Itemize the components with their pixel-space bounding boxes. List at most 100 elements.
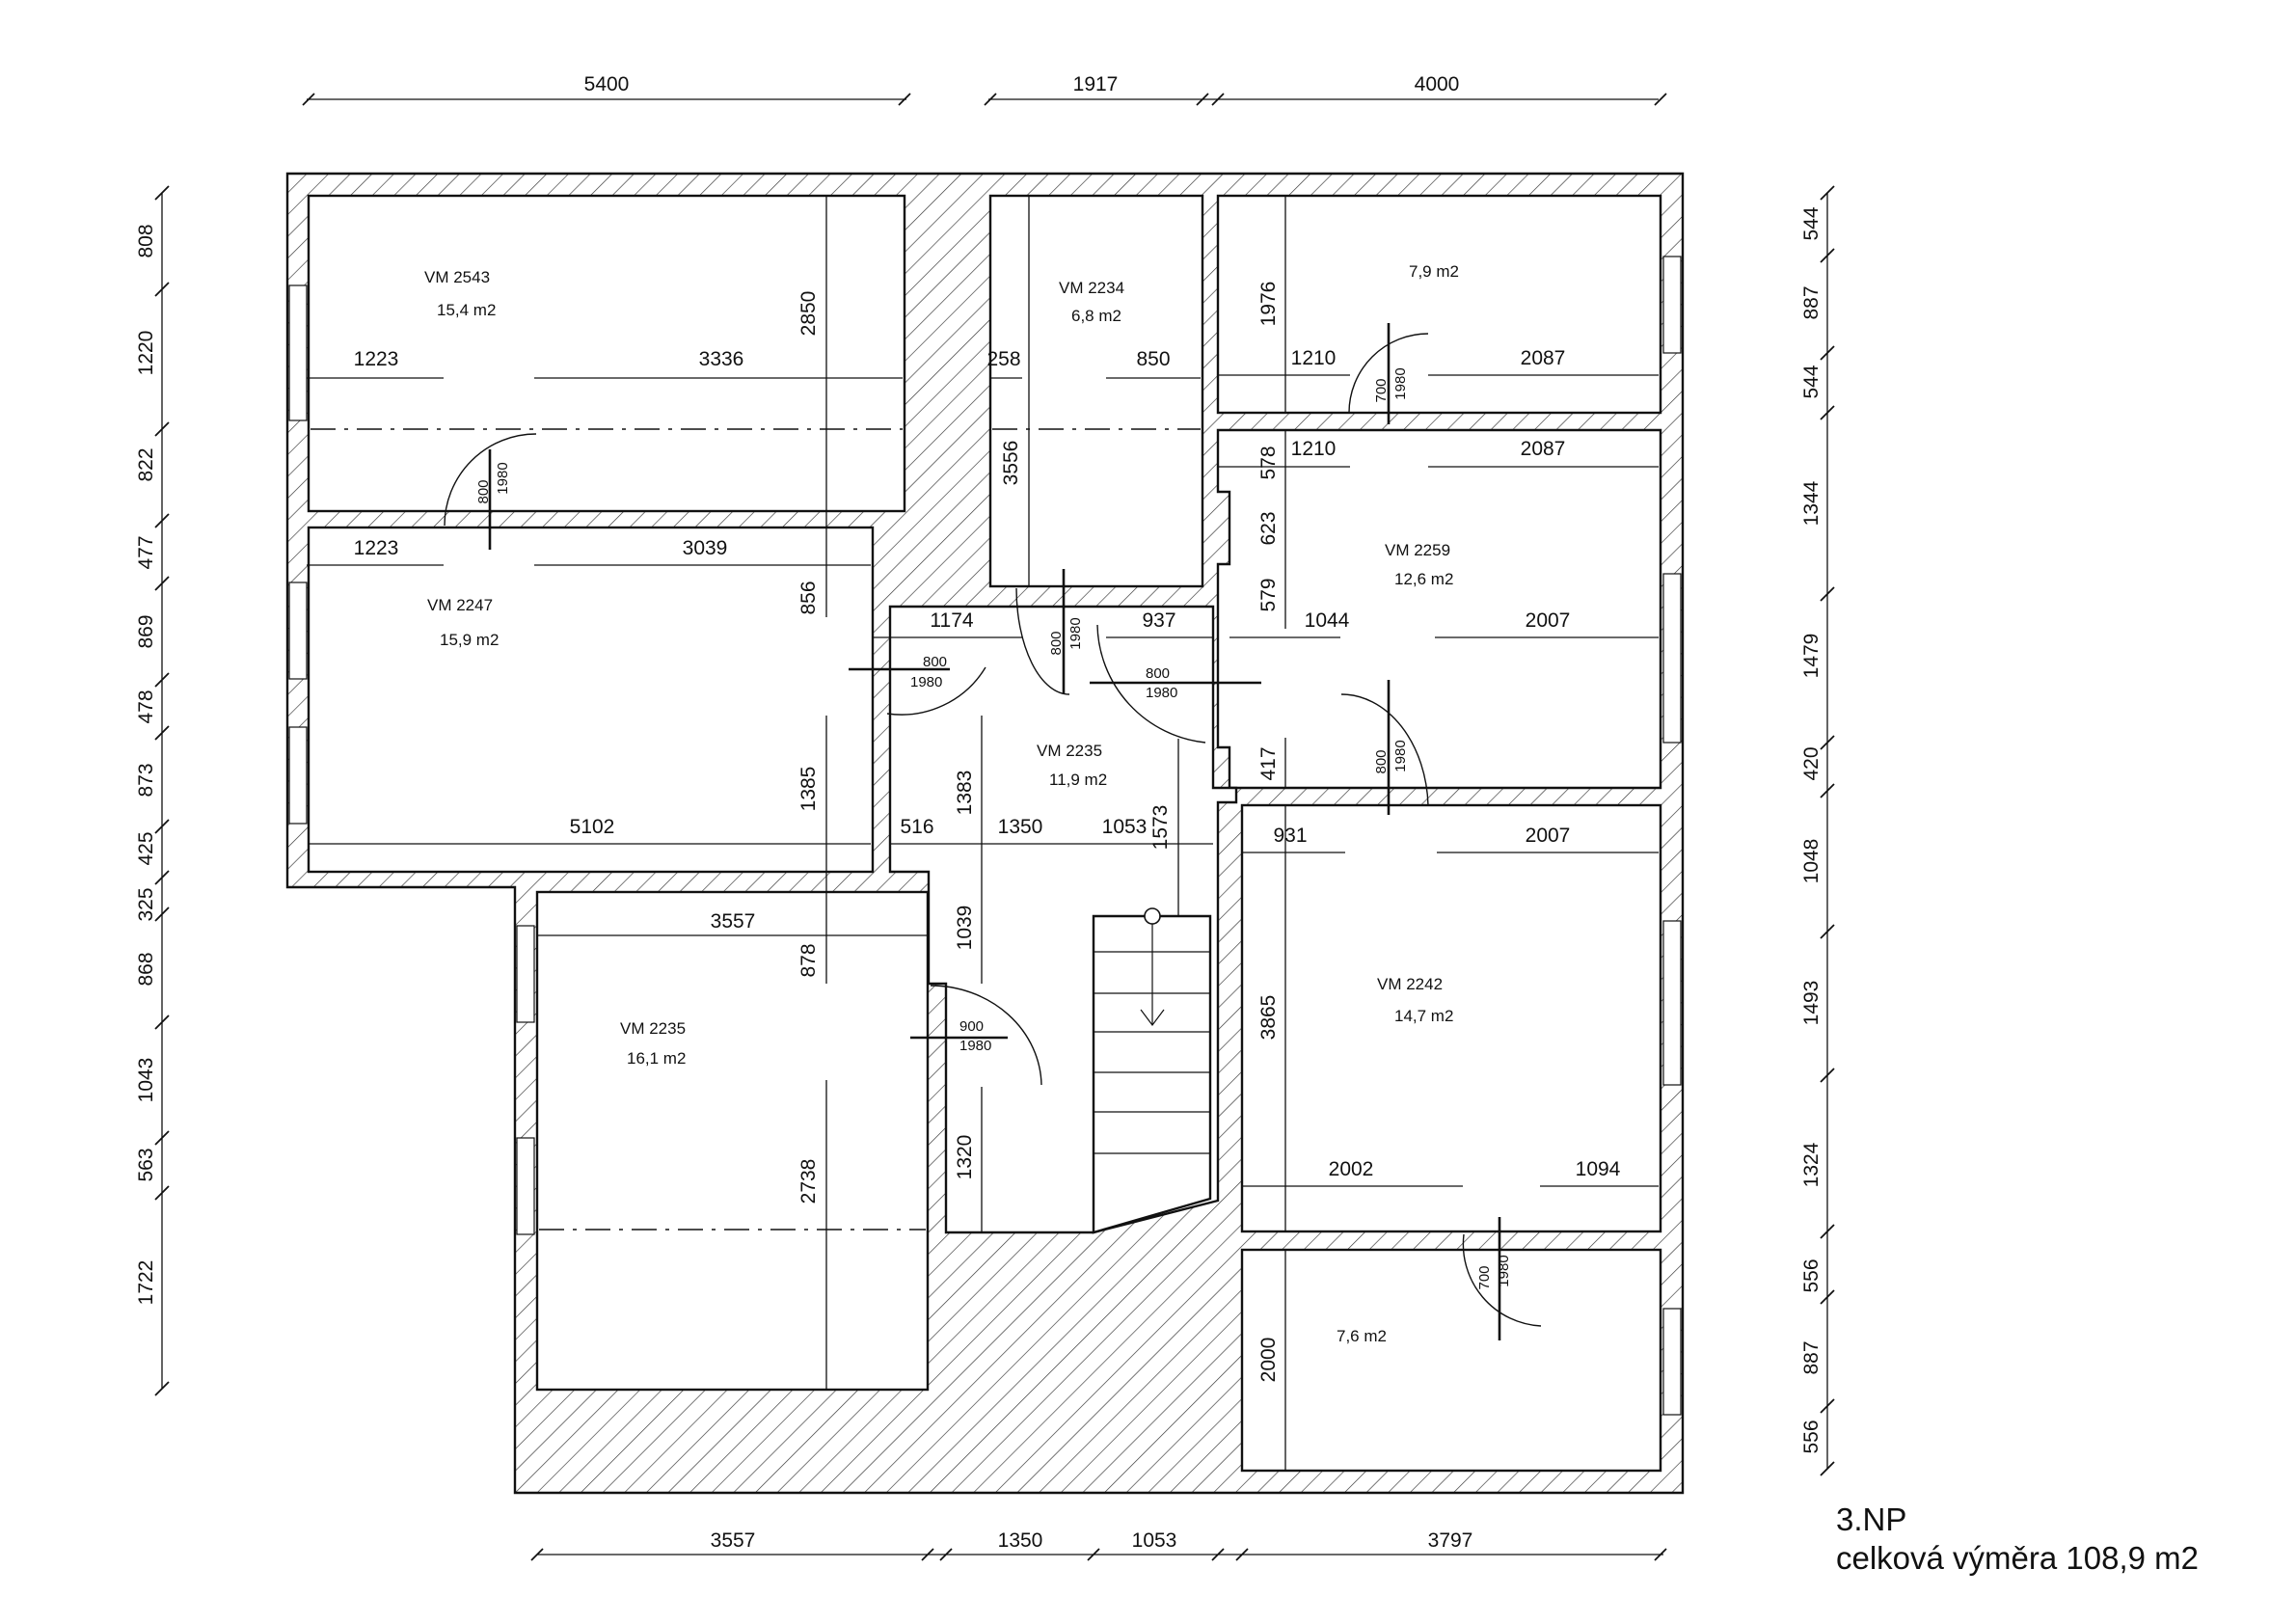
dimension-tick	[302, 93, 315, 106]
dimension-tick	[1820, 405, 1835, 420]
dim-label: 477	[135, 535, 157, 569]
dim-label: 417	[1257, 746, 1280, 780]
door-labels: 800 1980 700 1980 800 1980 800 1980 800 …	[475, 367, 1512, 1289]
window	[288, 582, 308, 680]
dim-label: 1053	[1102, 816, 1148, 838]
dimension-tick	[1820, 1289, 1835, 1305]
dimension-tick	[1211, 1548, 1225, 1561]
dimension-tick	[1196, 93, 1209, 106]
window	[288, 726, 308, 825]
inner-vertical-dims: 2850 1976 3556 578 623 579 856 417 1385 …	[797, 282, 1280, 1383]
door-height: 1980	[495, 462, 511, 494]
room-name: VM 2235	[620, 1019, 686, 1038]
drawing-footer: 3.NP celková výměra 108,9 m2	[1836, 1501, 2199, 1578]
dim-label: 3336	[699, 348, 744, 370]
dim-label: 3556	[1000, 441, 1022, 486]
dim-label: 1220	[135, 331, 157, 376]
door-width: 900	[959, 1018, 984, 1035]
dim-label: 1174	[930, 609, 973, 632]
dimension-tick	[1820, 924, 1835, 939]
dim-label: 2087	[1521, 438, 1566, 460]
dim-label: 2007	[1526, 609, 1571, 632]
room-name: VM 2235	[1037, 742, 1102, 760]
room-area: 6,8 m2	[1071, 307, 1121, 325]
dim-label: 868	[135, 952, 157, 986]
door-height: 1980	[1392, 740, 1409, 771]
dimension-tick	[154, 870, 170, 885]
dimension-tick	[898, 93, 911, 106]
dim-label: 856	[797, 581, 820, 614]
dim-label: 1976	[1257, 282, 1280, 327]
outer-dimension-lines	[161, 98, 1828, 1555]
door-width: 700	[1476, 1265, 1493, 1289]
door-width: 800	[1373, 749, 1390, 773]
dimension-tick	[1235, 1548, 1249, 1561]
dimension-tick	[1820, 735, 1835, 750]
dim-label: 563	[135, 1148, 157, 1181]
dim-label: 3557	[711, 1529, 756, 1552]
dim-label: 516	[900, 816, 933, 838]
dimension-tick	[1211, 93, 1225, 106]
dimension-tick	[1820, 1461, 1835, 1476]
dimension-tick	[1820, 248, 1835, 263]
rooms	[307, 194, 1662, 1473]
dimension-tick	[1820, 1068, 1835, 1083]
dimension-tick	[1820, 345, 1835, 361]
window	[516, 1137, 535, 1235]
right-dimensions: 544 887 544 1344 1479 420 1048 1493 1324…	[1800, 206, 1823, 1453]
dim-label: 1210	[1291, 347, 1337, 369]
window	[1662, 1308, 1682, 1416]
window	[1662, 573, 1682, 744]
dim-label: 1493	[1800, 981, 1823, 1026]
dim-label: 850	[1136, 348, 1170, 370]
dim-label: 544	[1800, 365, 1823, 398]
inner-dimension-lines	[307, 196, 1659, 1471]
room-area: 7,9 m2	[1409, 262, 1459, 281]
door-height: 1980	[1496, 1255, 1512, 1286]
dim-label: 887	[1800, 1340, 1823, 1374]
room-name: VM 2234	[1059, 279, 1124, 297]
dim-label: 1094	[1576, 1158, 1621, 1180]
dim-label: 2738	[797, 1159, 820, 1204]
dim-label: 425	[135, 831, 157, 865]
left-dimensions: 808 1220 822 477 869 478 873 425 325 868…	[135, 224, 157, 1305]
dim-label: 2850	[797, 291, 820, 337]
room-area: 15,4 m2	[437, 301, 496, 319]
dim-label: 2007	[1526, 825, 1571, 847]
dimension-tick	[154, 725, 170, 741]
dim-label: 3039	[683, 537, 728, 559]
door-height: 1980	[910, 674, 942, 690]
dim-label: 1053	[1132, 1529, 1177, 1552]
dim-label: 3797	[1428, 1529, 1473, 1552]
dim-label: 623	[1257, 511, 1280, 545]
dim-label: 258	[986, 348, 1020, 370]
room-area: 16,1 m2	[627, 1049, 686, 1068]
dim-label: 937	[1142, 609, 1175, 632]
dim-label: 1479	[1800, 634, 1823, 679]
dim-label: 1210	[1291, 438, 1337, 460]
dim-label: 1324	[1800, 1142, 1823, 1187]
room-7-9	[1216, 194, 1662, 415]
dim-label: 3865	[1257, 995, 1280, 1041]
dim-label: 878	[797, 943, 820, 977]
staircase	[1092, 907, 1212, 1234]
dimension-tick	[921, 1548, 934, 1561]
dim-label: 5102	[570, 816, 615, 838]
dimension-tick	[154, 1130, 170, 1146]
dim-label: 579	[1257, 578, 1280, 611]
room-vm2543	[307, 194, 906, 513]
door-height: 1980	[1146, 685, 1177, 701]
dimension-tick	[1654, 93, 1667, 106]
dim-label: 1350	[998, 816, 1043, 838]
door-width: 800	[1048, 631, 1065, 655]
window	[1662, 920, 1682, 1086]
room-area: 12,6 m2	[1394, 570, 1453, 588]
dimension-ticks	[154, 93, 1835, 1561]
dim-label: 1573	[1149, 805, 1172, 851]
windows	[288, 256, 1682, 1416]
dim-label: 873	[135, 763, 157, 797]
dimension-tick	[530, 1548, 544, 1561]
dim-label: 1039	[954, 906, 976, 951]
top-dimensions: 5400 1917 4000	[584, 73, 1460, 95]
dim-label: 869	[135, 614, 157, 648]
